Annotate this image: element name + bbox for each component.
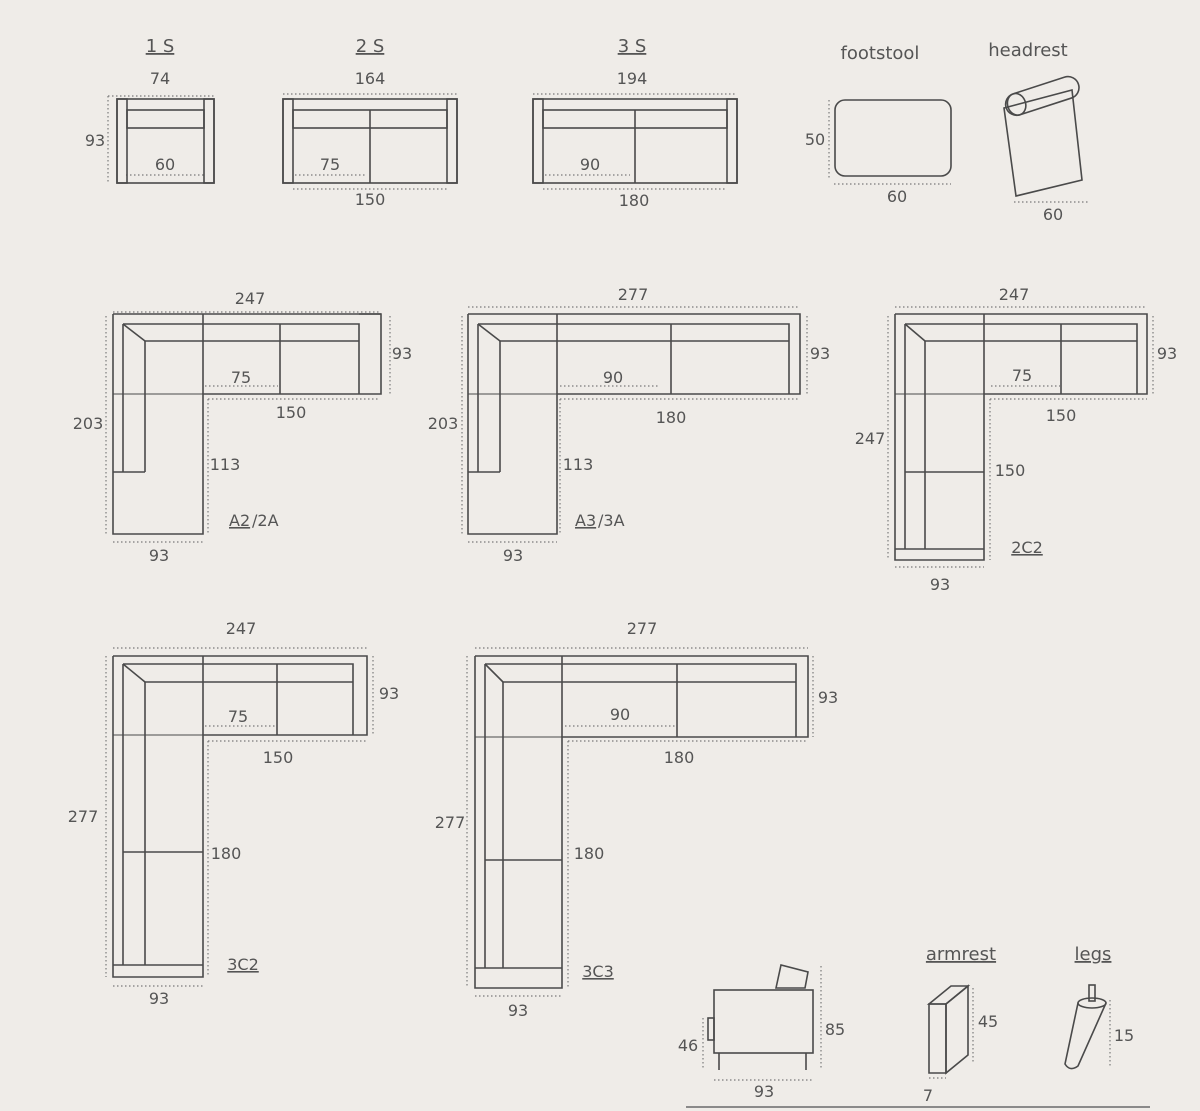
- corner-3c3-side: 180: [574, 844, 605, 863]
- corner-3c3-inner: 180: [664, 748, 695, 767]
- footstool-label: footstool: [841, 43, 920, 64]
- module-3s-width: 194: [617, 69, 648, 88]
- legs-label: legs: [1075, 944, 1112, 965]
- legs-detail: legs 15: [1064, 944, 1134, 1070]
- corner-3c2-code: 3C2: [227, 955, 259, 974]
- corner-3c2-seat: 75: [228, 707, 248, 726]
- footstool-width: 60: [887, 187, 907, 206]
- side-profile: 46 85 93: [678, 964, 845, 1101]
- module-2s: 2 S 164 75 150: [282, 36, 458, 209]
- corner-a2-chaise-width: 93: [149, 546, 169, 565]
- module-1s-width: 74: [150, 69, 170, 88]
- module-1s-code: 1 S: [146, 36, 175, 57]
- module-1s: 1 S 74 93 60: [85, 36, 216, 184]
- corner-a2-width: 247: [235, 289, 266, 308]
- module-1s-depth: 93: [85, 131, 105, 150]
- module-footstool: footstool 50 60: [805, 43, 952, 206]
- corner-a3-height: 203: [428, 414, 459, 433]
- module-3s-inner: 180: [619, 191, 650, 210]
- corner-2c2-side: 150: [995, 461, 1026, 480]
- corner-a2: 247 93 75 150 203 113 93 A2 /2A: [73, 289, 412, 565]
- module-3s-code: 3 S: [618, 36, 647, 57]
- corner-2c2-seat: 75: [1012, 366, 1032, 385]
- corner-3c3: 277 93 90 180 277 180 93 3C3: [435, 619, 838, 1020]
- corner-a3-width: 277: [618, 285, 649, 304]
- corner-2c2-width: 247: [999, 285, 1030, 304]
- corner-a3-code-alt: /3A: [598, 511, 625, 530]
- corner-3c3-height: 277: [435, 813, 466, 832]
- corner-2c2-height: 247: [855, 429, 886, 448]
- corner-a3: 277 93 90 180 203 113 93 A3 /3A: [428, 285, 830, 565]
- corner-2c2-code: 2C2: [1011, 538, 1043, 557]
- corner-a2-chaise: 113: [210, 455, 241, 474]
- corner-a3-code: A3: [575, 511, 596, 530]
- corner-a2-height: 203: [73, 414, 104, 433]
- armrest-width: 7: [923, 1086, 933, 1105]
- corner-a3-chaise: 113: [563, 455, 594, 474]
- module-3s-seat: 90: [580, 155, 600, 174]
- armrest-height: 45: [978, 1012, 998, 1031]
- legs-height: 15: [1114, 1026, 1134, 1045]
- corner-a3-depth: 93: [810, 344, 830, 363]
- corner-a2-code: A2: [229, 511, 250, 530]
- armrest-detail: armrest 45 7: [923, 944, 998, 1105]
- profile-total-height: 85: [825, 1020, 845, 1039]
- corner-a2-inner: 150: [276, 403, 307, 422]
- module-headrest: headrest 60: [988, 40, 1088, 224]
- corner-3c2-depth: 93: [379, 684, 399, 703]
- corner-3c3-code: 3C3: [582, 962, 614, 981]
- corner-3c2-inner: 150: [263, 748, 294, 767]
- corner-3c3-bottom: 93: [508, 1001, 528, 1020]
- module-2s-code: 2 S: [356, 36, 385, 57]
- module-2s-inner: 150: [355, 190, 386, 209]
- corner-a2-code-alt: /2A: [252, 511, 279, 530]
- armrest-label: armrest: [926, 944, 996, 965]
- footstool-depth: 50: [805, 130, 825, 149]
- corner-2c2-inner: 150: [1046, 406, 1077, 425]
- corner-3c2-height: 277: [68, 807, 99, 826]
- profile-depth: 93: [754, 1082, 774, 1101]
- corner-3c3-seat: 90: [610, 705, 630, 724]
- headrest-width: 60: [1043, 205, 1063, 224]
- module-3s: 3 S 194 90 180: [532, 36, 738, 210]
- corner-a3-chaise-width: 93: [503, 546, 523, 565]
- headrest-label: headrest: [988, 40, 1067, 61]
- module-2s-width: 164: [355, 69, 386, 88]
- profile-seat-height: 46: [678, 1036, 698, 1055]
- corner-2c2-depth: 93: [1157, 344, 1177, 363]
- module-1s-seat: 60: [155, 155, 175, 174]
- corner-3c2-side: 180: [211, 844, 242, 863]
- corner-3c2: 247 93 75 150 277 180 93 3C2: [68, 619, 399, 1008]
- corner-3c2-width: 247: [226, 619, 257, 638]
- corner-a3-inner: 180: [656, 408, 687, 427]
- corner-2c2-bottom: 93: [930, 575, 950, 594]
- corner-a2-seat: 75: [231, 368, 251, 387]
- corner-a2-depth: 93: [392, 344, 412, 363]
- corner-3c2-bottom: 93: [149, 989, 169, 1008]
- module-2s-seat: 75: [320, 155, 340, 174]
- corner-2c2: 247 93 75 150 247 150 93 2C2: [855, 285, 1177, 594]
- corner-3c3-width: 277: [627, 619, 658, 638]
- corner-a3-seat: 90: [603, 368, 623, 387]
- corner-3c3-depth: 93: [818, 688, 838, 707]
